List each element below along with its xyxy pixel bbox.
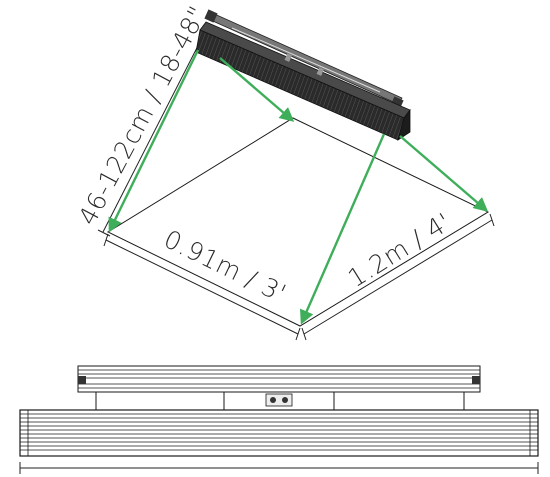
beam-front (300, 133, 386, 325)
beam-right (399, 135, 489, 212)
width-label: 1.2m / 4' (343, 207, 457, 293)
distance-label: 46-122cm / 18-48" (73, 1, 213, 230)
length-dimension (19, 462, 539, 474)
width-dimension (301, 213, 495, 341)
light-beams (108, 49, 489, 325)
depth-dimension (103, 233, 301, 341)
beam-back (219, 57, 295, 122)
fixture-perspective (195, 9, 411, 141)
beam-left (108, 49, 200, 233)
fixture-front-view (19, 365, 539, 457)
coverage-area (106, 117, 490, 327)
